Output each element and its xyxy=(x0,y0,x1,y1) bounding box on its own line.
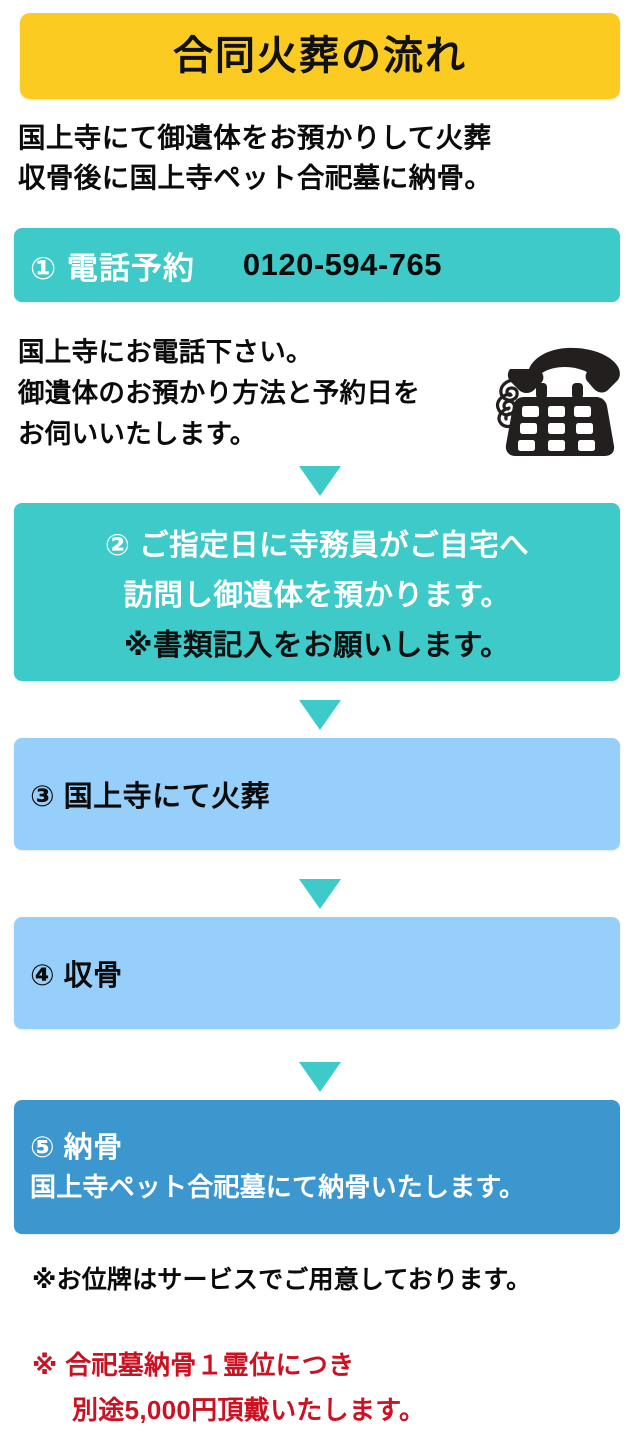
flow-arrow-4-icon xyxy=(299,1062,341,1092)
step-4-label: ④ 収骨 xyxy=(30,960,123,992)
note-additional-fee-line-2: 別途5,000円頂戴いたします。 xyxy=(72,1395,426,1425)
flow-arrow-2-icon xyxy=(299,700,341,730)
step-5-sublabel: 国上寺ペット合祀墓にて納骨いたします。 xyxy=(30,1172,526,1202)
header-banner: 合同火葬の流れ xyxy=(20,13,620,99)
step-5-label: ⑤ 納骨 xyxy=(30,1132,123,1164)
step-1-description: 国上寺にお電話下さい。 御遺体のお預かり方法と予約日を お伺いいたします。 xyxy=(18,332,488,455)
telephone-icon xyxy=(486,336,634,456)
intro-line-1: 国上寺にて御遺体をお預かりして火葬 xyxy=(18,122,492,153)
flow-arrow-1-icon xyxy=(299,466,341,496)
phone-number[interactable]: 0120-594-765 xyxy=(242,247,442,282)
note-additional-fee: ※ 合祀墓納骨１霊位につき 別途5,000円頂戴いたします。 xyxy=(32,1343,425,1433)
step-1-description-line-3: お伺いいたします。 xyxy=(18,419,257,449)
intro-paragraph: 国上寺にて御遺体をお預かりして火葬 収骨後に国上寺ペット合祀墓に納骨。 xyxy=(18,118,622,198)
intro-line-2: 収骨後に国上寺ペット合祀墓に納骨。 xyxy=(18,162,493,193)
note-memorial-tablet: ※お位牌はサービスでご用意しております。 xyxy=(32,1266,532,1294)
step-1-description-line-1: 国上寺にお電話下さい。 xyxy=(18,337,313,367)
step-1-description-line-2: 御遺体のお預かり方法と予約日を xyxy=(18,378,420,408)
step-5-box: ⑤ 納骨 国上寺ペット合祀墓にて納骨いたします。 xyxy=(14,1100,620,1234)
step-4-box: ④ 収骨 xyxy=(14,917,620,1029)
step-1-banner: ① 電話予約 0120-594-765 xyxy=(14,228,620,302)
step-2-line-1: ② ご指定日に寺務員がご自宅へ xyxy=(104,529,530,562)
step-2-line-2: 訪問し御遺体を預かります。 xyxy=(123,579,511,612)
note-additional-fee-line-1: ※ 合祀墓納骨１霊位につき xyxy=(32,1350,355,1380)
step-3-label: ③ 国上寺にて火葬 xyxy=(30,781,271,813)
flow-arrow-3-icon xyxy=(299,879,341,909)
step-2-box: ② ご指定日に寺務員がご自宅へ 訪問し御遺体を預かります。 ※書類記入をお願いし… xyxy=(14,503,620,681)
step-3-box: ③ 国上寺にて火葬 xyxy=(14,738,620,850)
step-1-label: ① 電話予約 xyxy=(30,250,195,286)
page-title: 合同火葬の流れ xyxy=(173,33,467,78)
step-2-line-3: ※書類記入をお願いします。 xyxy=(123,629,511,662)
